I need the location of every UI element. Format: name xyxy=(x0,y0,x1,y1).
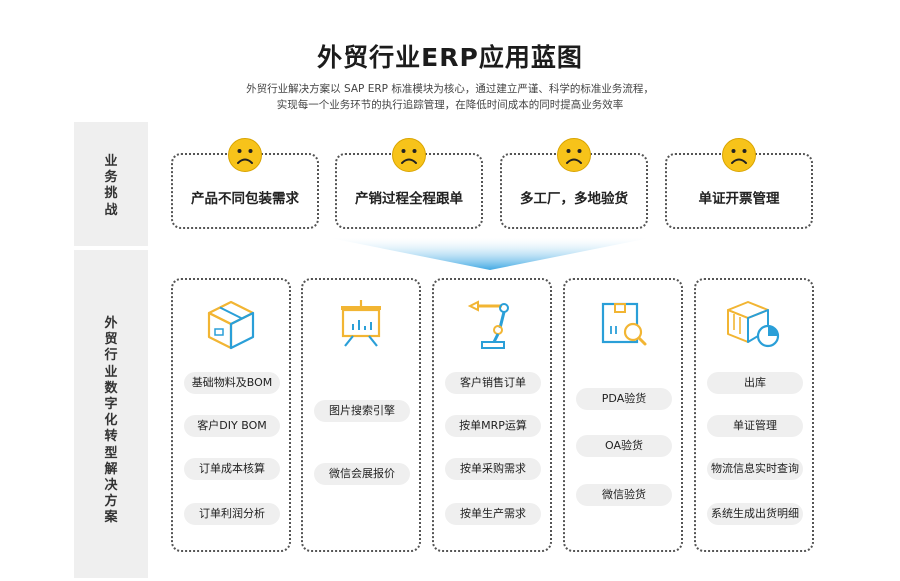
list-item: 订单成本核算 xyxy=(184,458,280,480)
list-item: 单证管理 xyxy=(707,415,803,437)
section-label-char: 业 xyxy=(104,154,118,169)
solution-column: 客户销售订单 按单MRP运算 按单采购需求 按单生产需求 xyxy=(432,278,552,552)
section-label-char: 战 xyxy=(104,202,118,218)
list-item: 微信验货 xyxy=(576,484,672,506)
section-label-char: 方 xyxy=(104,494,118,510)
list-item: 图片搜索引擎 xyxy=(314,400,410,422)
list-item: 出库 xyxy=(707,372,803,394)
list-item: 客户销售订单 xyxy=(445,372,541,394)
subtitle-line-1: 外贸行业解决方案以 SAP ERP 标准模块为核心，通过建立严谨、科学的标准业务… xyxy=(246,83,654,95)
section-label-char: 外 xyxy=(104,316,118,331)
list-item: 按单MRP运算 xyxy=(445,415,541,437)
solution-column: 基础物料及BOM 客户DIY BOM 订单成本核算 订单利润分析 xyxy=(171,278,291,552)
challenge-label: 产销过程全程跟单 xyxy=(355,191,463,207)
section-label-char: 贸 xyxy=(104,332,118,348)
list-item: 按单生产需求 xyxy=(445,503,541,525)
section-label-char: 决 xyxy=(104,478,118,494)
list-item: PDA验货 xyxy=(576,388,672,410)
presentation-board-icon xyxy=(341,300,381,347)
list-item: 按单采购需求 xyxy=(445,458,541,480)
sad-face-icon xyxy=(722,138,756,172)
section-label-char: 案 xyxy=(104,510,118,526)
list-item: 系统生成出货明细 xyxy=(707,503,803,525)
list-item: OA验货 xyxy=(576,435,672,457)
solution-column: 图片搜索引擎 微信会展报价 xyxy=(301,278,421,552)
challenge-label: 单证开票管理 xyxy=(698,191,780,207)
challenge-label: 多工厂，多地验货 xyxy=(520,191,628,207)
sad-face-icon xyxy=(228,138,262,172)
list-item: 订单利润分析 xyxy=(184,503,280,525)
boxes-chart-icon xyxy=(727,301,780,348)
section-label-char: 业 xyxy=(104,364,118,380)
sad-face-icon xyxy=(392,138,426,172)
section-label-char: 型 xyxy=(104,445,118,461)
page-title: 外贸行业ERP应用蓝图 xyxy=(317,43,583,72)
section-label-char: 数 xyxy=(104,380,118,396)
subtitle-line-2: 实现每一个业务环节的执行追踪管理，在降低时间成本的同时提高业务效率 xyxy=(276,99,624,111)
list-item: 物流信息实时查询 xyxy=(707,458,803,480)
section-label-char: 挑 xyxy=(104,186,118,202)
funnel-arrow-icon xyxy=(330,238,650,270)
box-icon xyxy=(207,300,255,350)
challenge-card: 多工厂，多地验货 xyxy=(500,138,648,229)
solution-column: PDA验货 OA验货 微信验货 xyxy=(563,278,683,552)
challenge-card: 单证开票管理 xyxy=(665,138,813,229)
solutions-section-label: 外贸行业数字化转型解决方案 xyxy=(74,250,148,578)
section-label-char: 转 xyxy=(104,429,118,445)
solution-column: 出库 单证管理 物流信息实时查询 系统生成出货明细 xyxy=(694,278,814,552)
list-item: 客户DIY BOM xyxy=(184,415,280,437)
section-label-char: 化 xyxy=(104,413,118,429)
challenges-section-label: 业务挑战 xyxy=(74,122,148,246)
robot-arm-icon xyxy=(467,300,509,349)
challenge-card: 产销过程全程跟单 xyxy=(335,138,483,229)
list-item: 基础物料及BOM xyxy=(184,372,280,394)
section-label-char: 务 xyxy=(104,170,118,186)
section-label-char: 解 xyxy=(104,461,118,477)
challenge-label: 产品不同包装需求 xyxy=(191,191,299,207)
sad-face-icon xyxy=(557,138,591,172)
package-inspection-icon xyxy=(601,302,647,346)
section-label-char: 行 xyxy=(104,348,118,364)
list-item: 微信会展报价 xyxy=(314,463,410,485)
challenge-card: 产品不同包装需求 xyxy=(171,138,319,229)
section-label-char: 字 xyxy=(104,397,118,413)
